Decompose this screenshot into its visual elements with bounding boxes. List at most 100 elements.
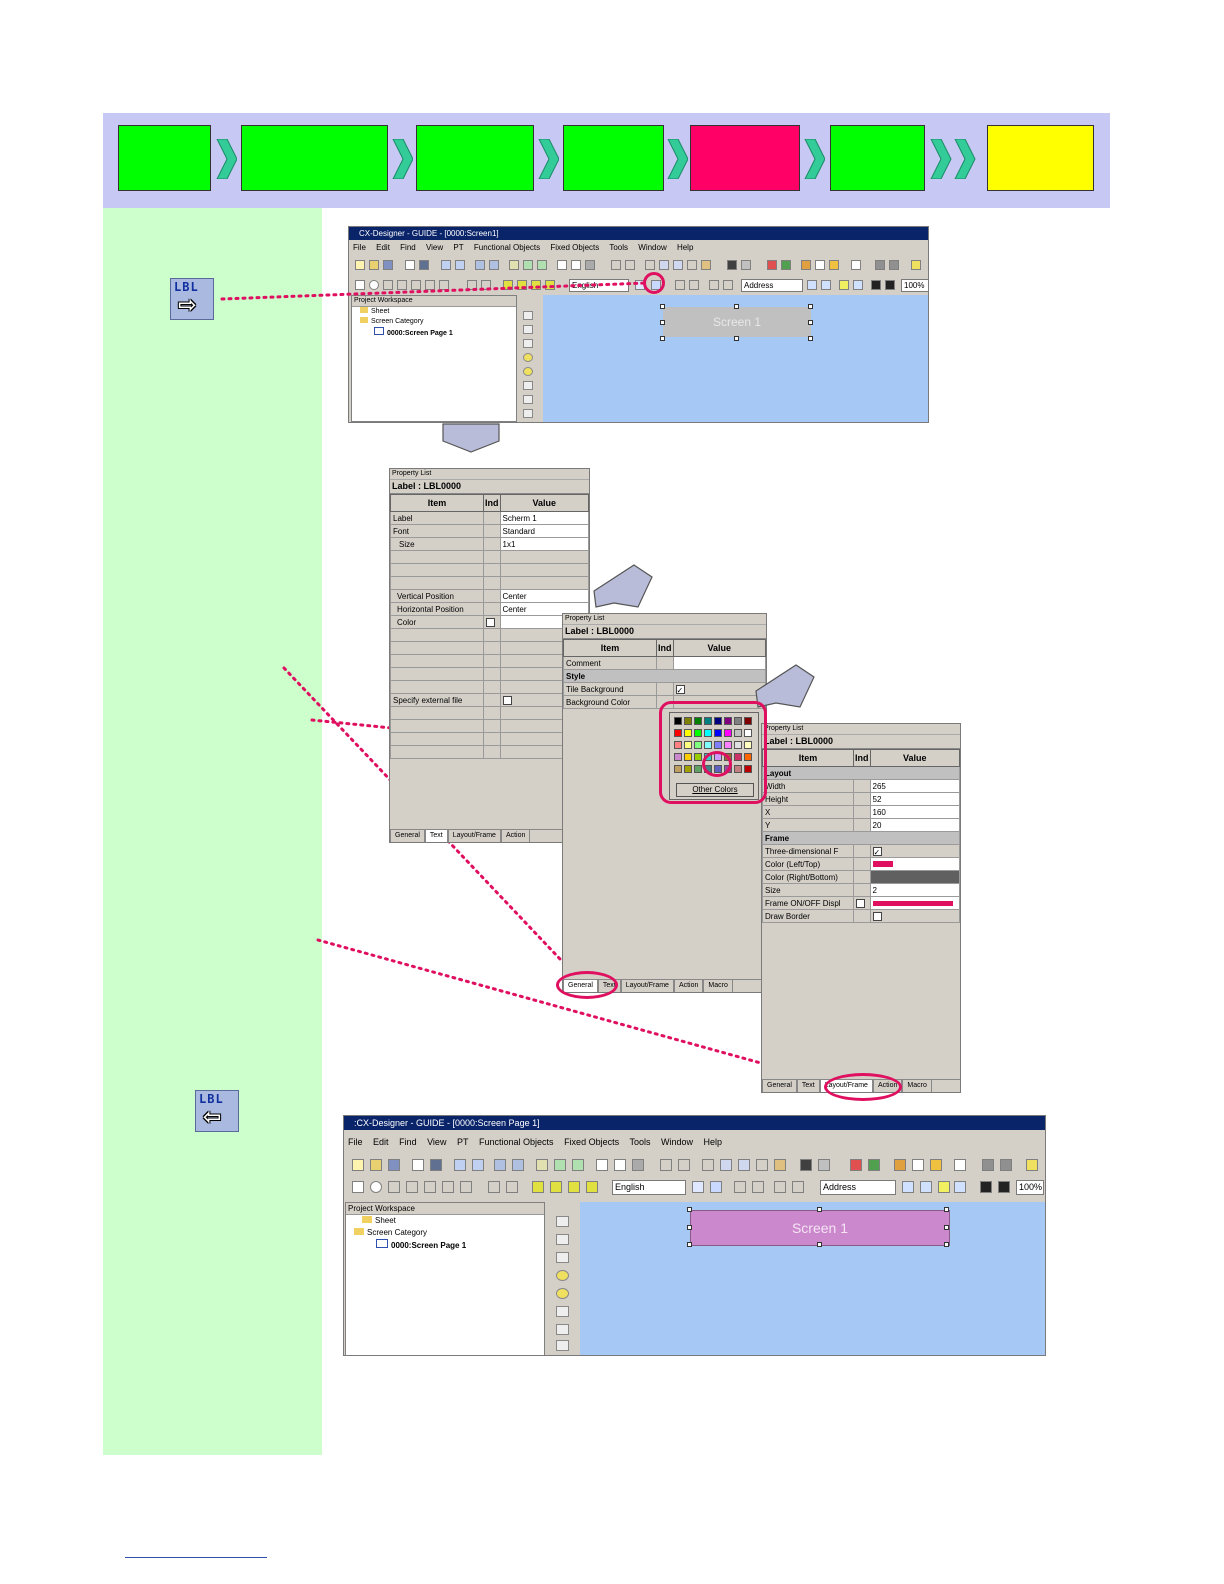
color-swatch[interactable] [744, 753, 752, 761]
menu-file[interactable]: File [353, 243, 366, 252]
redo-icon[interactable] [678, 1159, 690, 1171]
plc2-icon[interactable] [1000, 1159, 1012, 1171]
tree-item-screen-page[interactable]: 0000:Screen Page 1 [346, 1239, 544, 1252]
property-row[interactable]: Three-dimensional F✓ [762, 844, 960, 858]
property-row[interactable]: Frame ON/OFF Displ [762, 896, 960, 910]
three-dimensional-checkbox[interactable]: ✓ [872, 846, 882, 857]
polygon-icon[interactable] [424, 1181, 436, 1193]
menu-fixed-objects[interactable]: Fixed Objects [550, 243, 600, 252]
menu-window[interactable]: Window [660, 1137, 693, 1147]
color-swatch[interactable] [674, 717, 682, 725]
w-icon[interactable] [556, 1234, 569, 1245]
text-icon[interactable] [556, 1340, 569, 1351]
resize-handle[interactable] [808, 304, 813, 309]
resize-handle[interactable] [808, 320, 813, 325]
screen-canvas[interactable]: Screen 1 [543, 295, 928, 422]
cursor-icon[interactable] [954, 1181, 966, 1193]
color-swatch[interactable] [872, 860, 893, 867]
copy-icon[interactable] [720, 1159, 732, 1171]
open-icon[interactable] [370, 1159, 382, 1171]
grid2-icon[interactable] [489, 260, 499, 270]
other-colors-button[interactable]: Other Colors [676, 783, 754, 797]
color-swatch[interactable] [704, 729, 712, 737]
display-icon[interactable] [523, 381, 533, 390]
menu-file[interactable]: File [348, 1137, 363, 1147]
menu-find[interactable]: Find [399, 1137, 417, 1147]
align-icon[interactable] [675, 280, 685, 290]
find-next-icon[interactable] [741, 260, 751, 270]
color-swatch[interactable] [674, 753, 682, 761]
ungroup-icon[interactable] [481, 280, 491, 290]
light-icon[interactable] [938, 1181, 950, 1193]
check-icon[interactable] [767, 260, 777, 270]
step-1[interactable] [118, 125, 211, 191]
menu-view[interactable]: View [427, 1137, 447, 1147]
resize-handle[interactable] [817, 1207, 822, 1212]
menu-pt[interactable]: PT [453, 243, 464, 252]
delete-icon[interactable] [687, 260, 697, 270]
clip3-icon[interactable] [572, 1159, 584, 1171]
tab-text[interactable]: Text [424, 830, 448, 842]
menu-functional-objects[interactable]: Functional Objects [479, 1137, 554, 1147]
tab-action[interactable]: Action [673, 980, 704, 992]
polyline-icon[interactable] [406, 1181, 418, 1193]
menu-tools[interactable]: Tools [629, 1137, 651, 1147]
property-row[interactable]: Draw Border [762, 909, 960, 923]
doc-icon[interactable] [596, 1159, 608, 1171]
frame-onoff-checkbox[interactable] [856, 898, 865, 908]
cursor-icon[interactable] [853, 280, 863, 290]
menu-help[interactable]: Help [676, 243, 694, 252]
color-swatch[interactable] [714, 741, 722, 749]
tool-icon[interactable] [801, 260, 811, 270]
group-icon[interactable] [488, 1181, 500, 1193]
color-swatch[interactable] [694, 729, 702, 737]
display-icon[interactable] [556, 1306, 569, 1317]
color-swatch[interactable] [684, 717, 692, 725]
save-icon[interactable] [388, 1159, 400, 1171]
front-icon[interactable] [532, 1181, 544, 1193]
screen-canvas[interactable]: Screen 1 [580, 1202, 1045, 1355]
tab-layout-frame[interactable]: Layout/Frame [620, 980, 674, 992]
step-2[interactable] [241, 125, 388, 191]
page-icon[interactable] [815, 260, 825, 270]
label-object[interactable]: Screen 1 [663, 307, 811, 337]
color-swatch[interactable] [704, 717, 712, 725]
sector-icon[interactable] [425, 280, 435, 290]
replace-icon[interactable] [701, 260, 711, 270]
property-row[interactable]: Color (Left/Top) [762, 857, 960, 871]
address2-icon[interactable] [821, 280, 831, 290]
copy-icon[interactable] [659, 260, 669, 270]
color-swatch[interactable] [674, 729, 682, 737]
find-next-icon[interactable] [818, 1159, 830, 1171]
color-swatch[interactable] [684, 741, 692, 749]
paste-icon[interactable] [673, 260, 683, 270]
color-swatch[interactable] [734, 753, 742, 761]
menu-pt[interactable]: PT [456, 1137, 469, 1147]
page-icon[interactable] [912, 1159, 924, 1171]
tab-text[interactable]: Text [796, 1080, 820, 1092]
property-row[interactable]: Color (Right/Bottom) [762, 870, 960, 884]
tab-general[interactable]: General [390, 830, 425, 842]
input-icon[interactable] [556, 1324, 569, 1335]
line-icon[interactable] [383, 280, 393, 290]
disk-icon[interactable] [430, 1159, 442, 1171]
input-icon[interactable] [523, 395, 533, 404]
color-swatch[interactable] [694, 741, 702, 749]
property-row[interactable]: Tile Background✓ [563, 682, 766, 696]
step-3[interactable] [416, 125, 534, 191]
color-checkbox[interactable] [486, 617, 495, 627]
color-swatch[interactable] [694, 717, 702, 725]
resize-handle[interactable] [944, 1242, 949, 1247]
tool-icon[interactable] [894, 1159, 906, 1171]
pt-icon[interactable] [523, 311, 533, 320]
list-icon[interactable] [954, 1159, 966, 1171]
cut-icon[interactable] [645, 260, 655, 270]
menu-find[interactable]: Find [400, 243, 416, 252]
circle-icon[interactable] [370, 1181, 382, 1193]
align3-icon[interactable] [709, 280, 719, 290]
align-icon[interactable] [734, 1181, 746, 1193]
color-swatch[interactable] [674, 765, 682, 773]
